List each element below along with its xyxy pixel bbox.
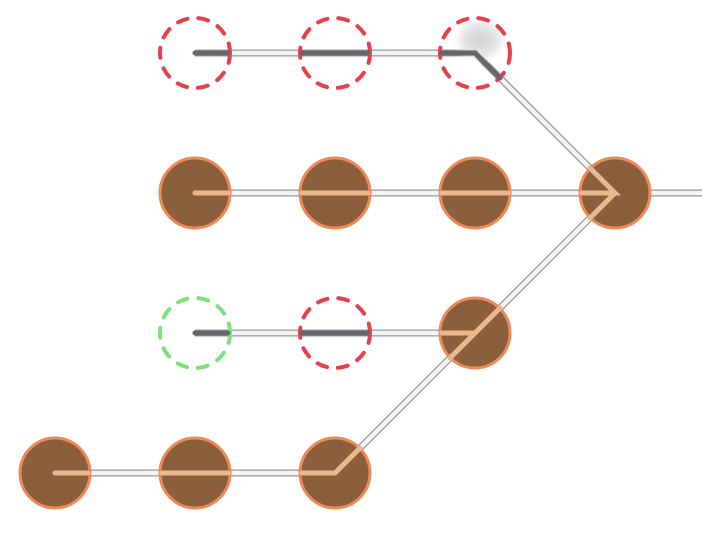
pipe-outline (195, 190, 618, 337)
active-wire (299, 445, 363, 476)
pipe-outline (195, 49, 618, 196)
pipe-outline (55, 330, 478, 477)
pipes-layer (55, 49, 702, 477)
inactive-wire (439, 50, 503, 81)
pipe-core (55, 331, 477, 476)
active-wire (439, 305, 503, 361)
pipe-core (195, 191, 617, 336)
pipe-core (195, 50, 617, 195)
nodes-layer (18, 14, 652, 510)
active-wire (579, 165, 622, 221)
wires-layer (52, 50, 622, 476)
